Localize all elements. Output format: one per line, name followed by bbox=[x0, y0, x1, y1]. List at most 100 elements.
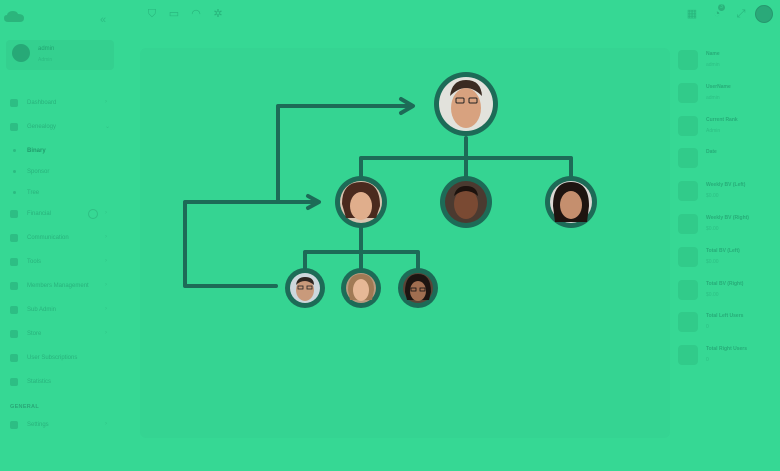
collapse-sidebar-icon[interactable]: « bbox=[100, 14, 107, 26]
dot-icon bbox=[13, 149, 16, 152]
user-icon bbox=[678, 82, 698, 103]
sidebar-item-label: Statistics bbox=[27, 379, 52, 385]
sidebar-item-financial[interactable]: Financial › bbox=[0, 203, 125, 227]
sidebar-nav: Dashboard › Genealogy ⌄ Binary Sponsor T… bbox=[0, 92, 125, 395]
calendar-icon bbox=[678, 148, 698, 169]
stat-label: Total Left Users bbox=[706, 313, 744, 320]
sidebar-item-tools[interactable]: Tools › bbox=[0, 251, 125, 275]
chevron-right-icon: › bbox=[105, 306, 107, 312]
sidebar-item-store[interactable]: Store › bbox=[0, 323, 125, 347]
stat-value: $0.00 bbox=[706, 258, 719, 265]
chevron-right-icon: › bbox=[105, 234, 107, 240]
sidebar-item-label: Tree bbox=[27, 190, 40, 196]
chevron-right-icon: › bbox=[105, 330, 107, 336]
notification-badge: 3 bbox=[718, 4, 725, 11]
sidebar-item-binary[interactable]: Binary bbox=[0, 140, 125, 161]
chevron-right-icon: › bbox=[105, 99, 107, 105]
chart-icon bbox=[10, 378, 18, 386]
stat-label: Name bbox=[706, 51, 720, 57]
sidebar-item-statistics[interactable]: Statistics bbox=[0, 371, 125, 395]
sidebar-item-sponsor[interactable]: Sponsor bbox=[0, 161, 125, 182]
stat-current-rank: Current Rank Admin bbox=[674, 110, 778, 143]
chevron-down-icon: ⌄ bbox=[105, 124, 111, 130]
settings-icon bbox=[10, 421, 18, 429]
user-icon bbox=[678, 50, 698, 70]
tree-node-grandchild-3[interactable] bbox=[398, 268, 438, 308]
stat-name: Name admin bbox=[674, 44, 778, 77]
dot-icon bbox=[13, 170, 16, 173]
stat-date: Date bbox=[674, 142, 778, 175]
dashboard-icon bbox=[10, 99, 18, 107]
sidebar-item-label: Financial bbox=[27, 211, 52, 217]
user-avatar[interactable] bbox=[755, 5, 773, 23]
stat-total-left-users: Total Left Users 0 bbox=[674, 306, 778, 339]
main-content-card bbox=[140, 48, 670, 438]
stat-username: UserName admin bbox=[674, 77, 778, 110]
tree-node-right[interactable] bbox=[545, 176, 597, 228]
stat-value: admin bbox=[706, 62, 720, 68]
sidebar-item-label: Settings bbox=[27, 422, 49, 428]
bv-icon bbox=[678, 213, 698, 234]
sidebar-item-settings[interactable]: Settings › bbox=[0, 414, 125, 438]
stat-total-bv-left: Total BV (Left) $0.00 bbox=[674, 241, 778, 274]
tree-node-left[interactable] bbox=[335, 176, 387, 228]
sidebar-item-label: User Subscriptions bbox=[27, 355, 78, 361]
bell-icon[interactable]: ◔ bbox=[713, 8, 721, 20]
grid-icon[interactable]: ▦ bbox=[686, 8, 698, 20]
tree-node-grandchild-1[interactable] bbox=[285, 268, 325, 308]
rank-icon bbox=[678, 115, 698, 136]
sidebar-item-communication[interactable]: Communication › bbox=[0, 227, 125, 251]
stat-value: admin bbox=[706, 94, 720, 101]
profile-name: admin bbox=[38, 46, 55, 52]
stat-label: Date bbox=[706, 149, 717, 156]
tree-node-grandchild-2[interactable] bbox=[341, 268, 381, 308]
headset-icon[interactable]: ◠ bbox=[191, 8, 201, 20]
sidebar: admin Admin Dashboard › Genealogy ⌄ Bina… bbox=[0, 32, 125, 471]
sidebar-item-label: Sub Admin bbox=[27, 307, 57, 313]
sidebar-item-label: Genealogy bbox=[27, 124, 57, 130]
sidebar-item-label: Communication bbox=[27, 235, 69, 241]
avatar bbox=[12, 44, 30, 62]
sidebar-item-tree[interactable]: Tree bbox=[0, 182, 125, 203]
sidebar-item-genealogy[interactable]: Genealogy ⌄ bbox=[0, 116, 125, 140]
expand-icon[interactable]: ⤢ bbox=[736, 8, 746, 20]
stat-total-bv-right: Total BV (Right) $0.00 bbox=[674, 274, 778, 307]
stat-weekly-bv-right: Weekly BV (Right) $0.00 bbox=[674, 208, 778, 241]
stat-label: Total BV (Left) bbox=[706, 247, 740, 254]
users-icon bbox=[678, 345, 698, 366]
sidebar-item-dashboard[interactable]: Dashboard › bbox=[0, 92, 125, 116]
users-icon bbox=[678, 312, 698, 333]
stat-label: Weekly BV (Left) bbox=[706, 182, 746, 189]
sidebar-item-label: Binary bbox=[27, 148, 46, 154]
sidebar-item-label: Sponsor bbox=[27, 169, 50, 175]
stat-value: $0.00 bbox=[706, 193, 719, 200]
top-bar: « ⛉ ▭ ◠ ✲ ▦ ◔ 3 ⤢ bbox=[0, 0, 780, 30]
stat-label: Weekly BV (Right) bbox=[706, 214, 749, 221]
store-icon bbox=[10, 330, 18, 338]
gear-icon[interactable]: ✲ bbox=[213, 8, 223, 20]
sidebar-item-label: Tools bbox=[27, 259, 42, 265]
sidebar-item-members-management[interactable]: Members Management › bbox=[0, 275, 125, 299]
stat-label: UserName bbox=[706, 83, 731, 90]
chat-icon bbox=[10, 234, 18, 242]
wallet-icon bbox=[10, 210, 18, 218]
chevron-right-icon: › bbox=[105, 421, 107, 427]
sidebar-item-label: Members Management bbox=[27, 283, 89, 289]
users-icon bbox=[10, 282, 18, 290]
chevron-right-icon: › bbox=[105, 258, 107, 264]
sidebar-item-label: Dashboard bbox=[27, 100, 57, 106]
section-heading-general: GENERAL bbox=[10, 404, 39, 410]
stat-label: Total BV (Right) bbox=[706, 280, 744, 287]
chevron-right-icon: › bbox=[105, 210, 107, 216]
sidebar-item-sub-admin[interactable]: Sub Admin › bbox=[0, 299, 125, 323]
sidebar-item-user-subscriptions[interactable]: User Subscriptions bbox=[0, 347, 125, 371]
tree-node-root[interactable] bbox=[434, 72, 498, 136]
stat-value: 0 bbox=[706, 357, 709, 364]
stat-label: Current Rank bbox=[706, 116, 738, 123]
cart-icon[interactable]: ⛉ bbox=[147, 8, 157, 20]
folder-icon[interactable]: ▭ bbox=[168, 8, 180, 20]
user-stats-panel: Name admin UserName admin Current Rank A… bbox=[674, 44, 778, 374]
tree-node-middle[interactable] bbox=[440, 176, 492, 228]
profile-card[interactable]: admin Admin bbox=[6, 40, 114, 70]
